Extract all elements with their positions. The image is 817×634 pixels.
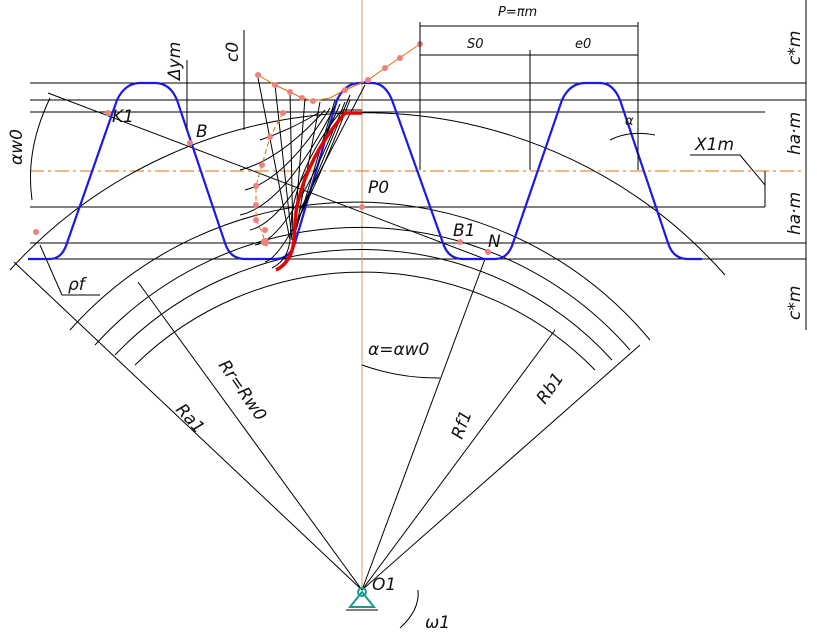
point-p0-label: P0 [368,178,389,198]
c0-label: c0 [223,42,243,62]
alpha-w0-label: αw0 [7,129,27,165]
rack-profile [28,81,702,261]
addendum-bottom-label: ha·m [785,192,805,235]
delta-y-label: Δym [165,42,185,82]
addendum-top-label: ha·m [785,112,805,155]
gear-circles [9,112,726,371]
omega1-label: ω1 [425,613,450,633]
s0-label: S0 [467,37,484,52]
point-b1-label: B1 [453,221,475,241]
construction-curves [33,41,491,255]
center-o1-label: O1 [372,575,396,595]
dimension-lines [30,22,766,629]
point-b-label: B [196,122,208,142]
rf1-label: Rf1 [448,408,477,442]
e0-label: e0 [575,37,591,52]
envelope-curves [239,77,366,263]
rb1-label: Rb1 [533,369,569,408]
gear-tooth-profile [275,111,362,272]
line-of-action [47,92,486,260]
gear-tooth-profile-outline [271,109,362,269]
ra1-label: Ra1 [171,400,208,438]
fixed-support-icon [346,587,378,611]
clearance-bottom-label: c*m [785,286,805,320]
point-n-label: N [488,232,501,252]
point-k1-label: K1 [112,107,134,127]
radius-lines [13,258,641,591]
rho-f-label: ρf [68,275,88,295]
alpha-w0-arc [361,364,441,379]
clearance-top-label: c*m [785,31,805,65]
reference-lines [30,0,807,330]
shift-label: X1m [694,135,734,155]
alpha-equal-label: α=αw0 [368,340,429,360]
profile-angle-label: α [625,114,634,129]
rr-label: Rr=Rw0 [214,356,270,424]
pitch-label: P=πm [498,5,537,20]
